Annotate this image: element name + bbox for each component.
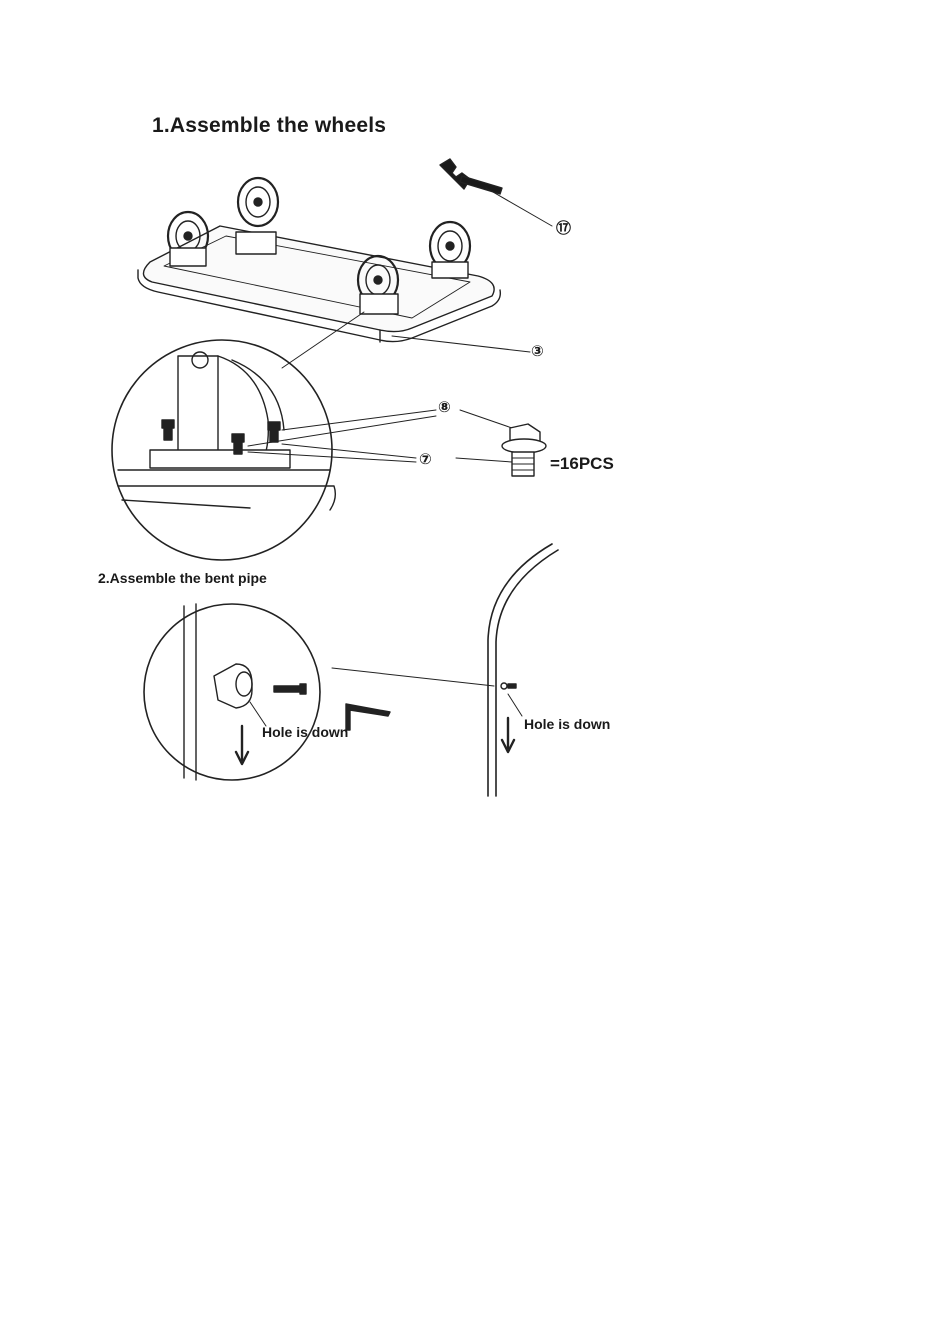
wrench-icon [440, 159, 552, 226]
step2-title: 2.Assemble the bent pipe [98, 570, 267, 586]
quantity-label: =16PCS [550, 454, 614, 474]
callout-base: ③ [531, 342, 544, 360]
base-plate [138, 226, 530, 352]
detail-circle-pipe-joint [144, 604, 494, 780]
flange-bolt-icon [456, 410, 546, 476]
bent-pipe [488, 544, 558, 796]
arrow-down-icon [502, 718, 514, 752]
callout-washer: ⑦ [419, 450, 432, 468]
step1-title: 1.Assemble the wheels [152, 114, 386, 138]
callout-wrench: ⑰ [556, 217, 571, 238]
detail-circle-wheel-mount [112, 340, 436, 560]
callout-bolt: ⑧ [438, 398, 451, 416]
allen-key-icon [346, 704, 390, 730]
hole-note-left: Hole is down [262, 724, 348, 740]
arrow-down-icon [236, 726, 248, 764]
hole-note-right: Hole is down [524, 716, 610, 732]
